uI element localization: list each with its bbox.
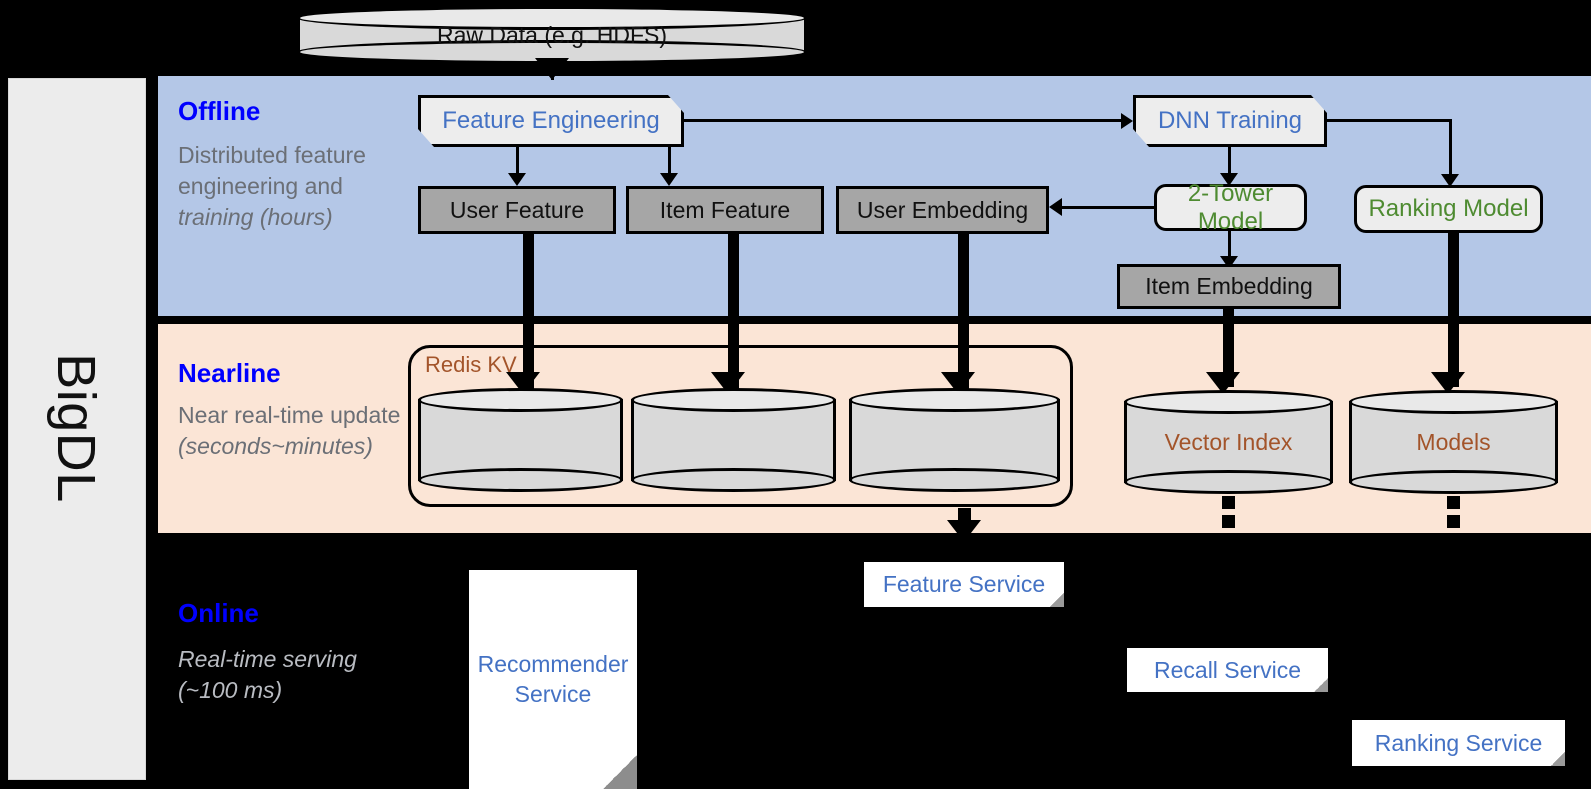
arrowhead-itemembedding-vectorindex [1206,372,1240,394]
offline-title: Offline [178,96,261,126]
edge-twotower-itemembedding [1228,231,1231,261]
item-embedding-node[interactable]: Item Embedding [1117,264,1341,309]
feature-service-label: Feature Service [882,571,1046,597]
arrowhead-fe-dnn [1121,113,1133,129]
redis-kv-label: Redis KV [425,352,517,377]
user-embedding-store[interactable] [849,388,1060,492]
edge-fe-userfeature [516,147,519,177]
cylinder-bottom [1124,470,1333,494]
two-tower-model-label: 2-Tower Model [1187,179,1274,235]
ranking-model-node[interactable]: Ranking Model [1354,185,1543,233]
recall-service-card[interactable]: Recall Service [1127,648,1328,692]
pipe-userembedding-store [958,232,969,390]
arrowhead-rawdata-fe [535,58,569,80]
dash-models-ranking-2 [1447,515,1460,528]
dnn-training-node[interactable]: DNN Training [1133,95,1327,147]
bigdl-text: BigDL [46,353,107,503]
dash-vectorindex-recall-1 [1222,496,1235,509]
recommender-service-card[interactable]: Recommender Service [469,570,637,789]
two-tower-model-node[interactable]: 2-Tower Model [1154,180,1307,235]
feature-engineering-label: Feature Engineering [418,95,684,147]
vector-index-store[interactable]: Vector Index [1124,390,1333,494]
ranking-service-label: Ranking Service [1374,729,1543,756]
page-fold-icon [1551,752,1565,766]
ranking-model-label: Ranking Model [1368,195,1529,222]
edge-twotower-userembedding [1062,206,1156,209]
nearline-title: Nearline [178,358,281,388]
item-feature-store[interactable] [631,388,836,492]
arrowhead-rankingmodel-models [1431,372,1465,394]
user-feature-store[interactable] [418,388,623,492]
cylinder-top [1124,390,1333,414]
online-title: Online [178,598,259,628]
arrowhead-fe-userfeature [508,173,526,186]
models-store[interactable]: Models [1349,390,1558,494]
cylinder-top [418,388,623,412]
edge-dnn-twotower [1228,147,1231,177]
arrowhead-dnn-twotower [1220,173,1238,186]
item-feature-store-label [631,388,836,492]
dash-redis-featureservice [958,508,971,521]
cylinder-top [297,6,807,30]
raw-data-store: Raw Data (e.g. HDFS) [297,6,807,64]
arrowhead-redis-featureservice [947,520,981,542]
page-fold-icon [603,755,637,789]
cylinder-bottom [849,468,1060,492]
edge-dnn-ranking-h [1327,119,1452,122]
edge-dnn-ranking-v [1449,119,1452,179]
recall-service-label: Recall Service [1154,656,1301,683]
pipe-userfeature-store [523,232,534,390]
user-feature-store-label [418,388,623,492]
raw-data-label: Raw Data (e.g. HDFS) [436,21,668,48]
cylinder-bottom [1349,470,1558,494]
arrowhead-twotower-userembedding [1049,198,1062,216]
user-embedding-label: User Embedding [856,196,1029,223]
recommender-service-label: Recommender Service [477,650,629,707]
item-feature-node[interactable]: Item Feature [626,186,824,234]
vector-index-label: Vector Index [1164,428,1293,455]
user-feature-node[interactable]: User Feature [418,186,616,234]
redis-kv-container[interactable] [408,345,1073,507]
models-label: Models [1416,428,1491,455]
user-embedding-store-label [849,388,1060,492]
edge-fe-dnn [684,119,1121,122]
dash-vectorindex-recall-2 [1222,515,1235,528]
cylinder-top [631,388,836,412]
cylinder-bottom [418,468,623,492]
ranking-service-card[interactable]: Ranking Service [1352,720,1565,766]
bigdl-rail [8,78,146,780]
item-embedding-label: Item Embedding [1145,273,1313,299]
arrowhead-dnn-ranking [1441,174,1459,187]
bigdl-platform-label: BigDL [8,78,144,778]
user-embedding-node[interactable]: User Embedding [836,186,1049,234]
dash-models-ranking-1 [1447,496,1460,509]
offline-subtitle: Distributed feature engineering and trai… [178,142,366,231]
feature-engineering-node[interactable]: Feature Engineering [418,95,684,147]
nearline-subtitle: Near real-time update (seconds~minutes) [178,402,401,460]
cylinder-top [849,388,1060,412]
online-subtitle: Real-time serving (~100 ms) [178,646,357,704]
page-fold-icon [1314,678,1328,692]
page-fold-icon [1050,593,1064,607]
dnn-training-label: DNN Training [1133,95,1327,147]
arrowhead-fe-itemfeature [660,173,678,186]
pipe-itemembedding-vectorindex [1223,307,1234,387]
edge-fe-itemfeature [668,147,671,177]
user-feature-label: User Feature [449,196,585,223]
cylinder-top [1349,390,1558,414]
item-feature-label: Item Feature [659,196,791,223]
feature-service-card[interactable]: Feature Service [864,562,1064,607]
cylinder-bottom [631,468,836,492]
pipe-rankingmodel-models [1448,231,1459,387]
pipe-itemfeature-store [728,232,739,390]
